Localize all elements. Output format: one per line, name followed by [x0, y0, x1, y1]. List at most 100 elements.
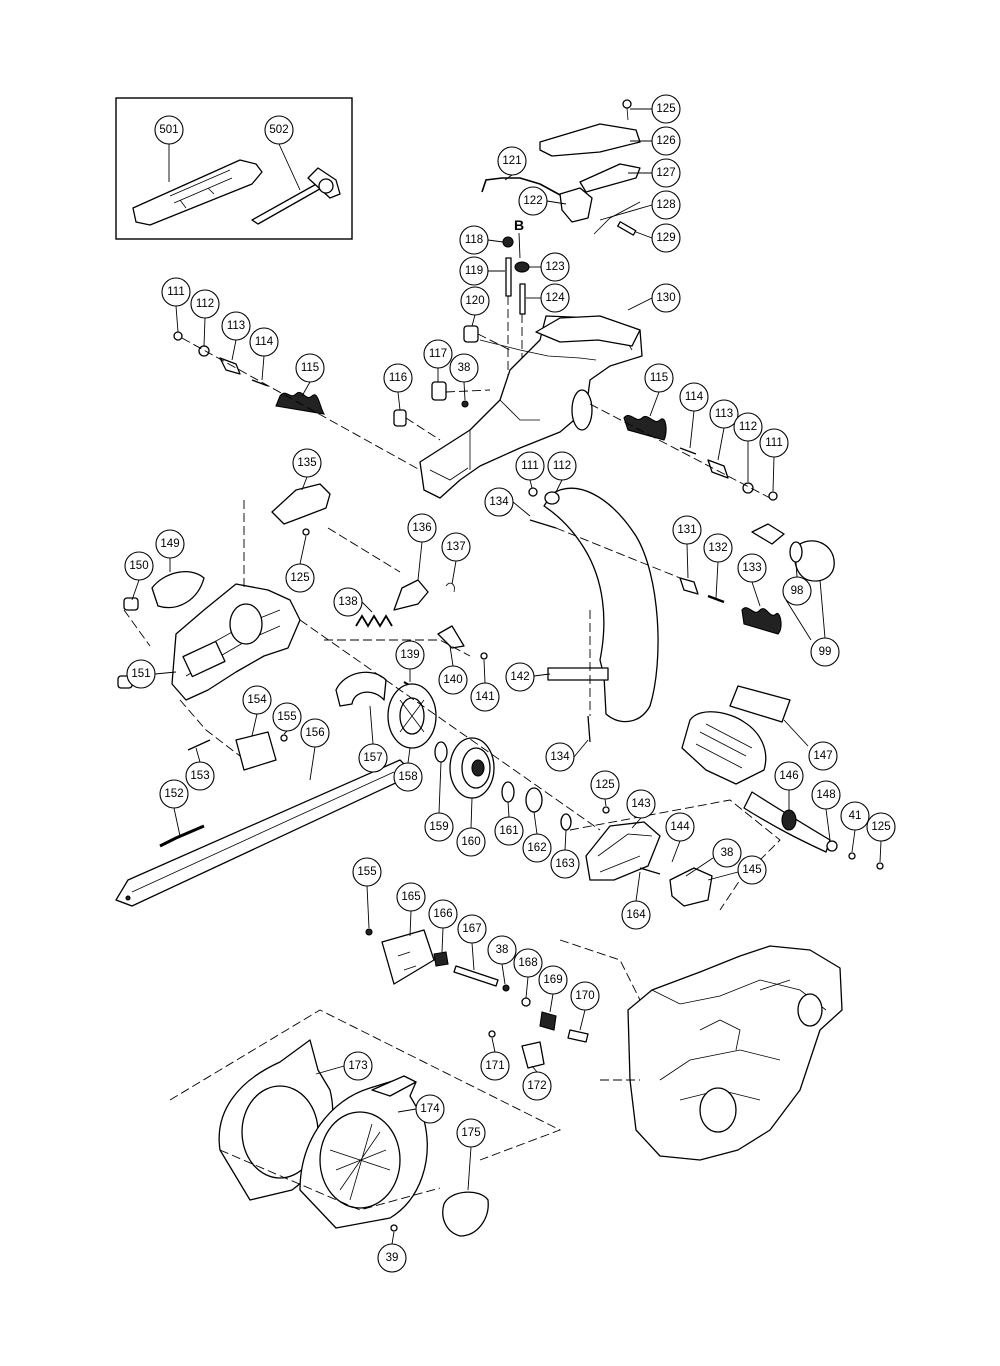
- recoil-starter-icon: [299, 1075, 428, 1229]
- callout-circle: [759, 428, 789, 458]
- clutch-group: [299, 619, 601, 851]
- callout-number: 138: [338, 596, 357, 608]
- callout-172: 172: [522, 1071, 552, 1101]
- throttle-lever-icon: [579, 163, 641, 193]
- callout-162: 162: [522, 833, 552, 863]
- front-handle-icon: [543, 487, 659, 723]
- nut-icon: [173, 331, 183, 341]
- callout-165: 165: [396, 882, 426, 912]
- callout-number: 172: [527, 1080, 546, 1092]
- callout-129: 129: [651, 223, 681, 253]
- accessories-inset: [115, 97, 353, 240]
- callout-number: 161: [499, 825, 518, 837]
- callout-502: 502: [264, 115, 294, 145]
- callout-number: 129: [656, 232, 675, 244]
- pin-icon: [505, 257, 512, 297]
- handle-cover-icon: [539, 123, 641, 157]
- callout-number: 168: [518, 957, 537, 969]
- callout-134: 134: [484, 487, 514, 517]
- callout-38: 38: [449, 353, 479, 383]
- callout-141: 141: [470, 682, 500, 712]
- callout-number: 170: [575, 990, 594, 1002]
- guide-bar-group: [115, 699, 411, 907]
- callout-number: 99: [819, 646, 832, 658]
- av-spring-icon: [741, 607, 782, 635]
- callout-circle: [264, 115, 294, 145]
- callout-number: 501: [159, 124, 178, 136]
- adjuster-screw-icon: [453, 965, 499, 987]
- callout-number: 137: [446, 541, 465, 553]
- callout-122: 122: [518, 186, 548, 216]
- callout-number: 174: [420, 1103, 440, 1115]
- bushings-left: [393, 314, 511, 441]
- screw-icon: [480, 652, 488, 660]
- callout-circle: [161, 277, 191, 307]
- callout-174: 174: [415, 1094, 445, 1124]
- callout-circle: [272, 702, 302, 732]
- callout-number: 163: [555, 858, 574, 870]
- screw-icon: [587, 715, 591, 743]
- clutch-drum-icon: [449, 737, 495, 799]
- callout-number: 143: [631, 798, 650, 810]
- callout-circle: [295, 353, 325, 383]
- callout-circle: [460, 286, 490, 316]
- spring-pin-icon: [617, 221, 637, 236]
- callout-132: 132: [703, 533, 733, 563]
- callout-99: 99: [810, 637, 840, 667]
- callout-128: 128: [651, 190, 681, 220]
- callout-circle: [415, 1094, 445, 1124]
- callout-circle: [540, 252, 570, 282]
- callout-number: 117: [429, 348, 447, 360]
- callout-number: 154: [247, 694, 267, 706]
- callout-circle: [459, 256, 489, 286]
- right-av-spring-stack: [589, 391, 778, 501]
- callout-number: 114: [685, 391, 704, 403]
- callout-number: 133: [742, 562, 761, 574]
- callout-circle: [190, 289, 220, 319]
- callout-circle: [242, 685, 272, 715]
- callout-number: 111: [167, 286, 184, 298]
- washer-icon: [560, 813, 572, 831]
- callout-circle: [154, 115, 184, 145]
- callout-38: 38: [712, 838, 742, 868]
- callout-number: 111: [765, 437, 782, 449]
- trigger-icon: [559, 187, 593, 223]
- callout-153: 153: [185, 761, 215, 791]
- callout-number: 114: [255, 336, 274, 348]
- callout-circle: [545, 742, 575, 772]
- callout-number: 155: [357, 866, 376, 878]
- callout-number: 134: [489, 496, 509, 508]
- bracket-135-group: [271, 476, 331, 565]
- oil-pump-group: [569, 798, 781, 911]
- callout-120: 120: [460, 286, 490, 316]
- needle-bearing-icon: [501, 781, 515, 803]
- washer-icon: [198, 345, 210, 357]
- starter-group: [169, 1009, 562, 1245]
- switch-wire-icon: [481, 177, 563, 197]
- brake-band-icon: [335, 671, 387, 707]
- callout-112: 112: [190, 289, 220, 319]
- callout-111: 111: [161, 277, 191, 307]
- callout-number: 136: [412, 522, 431, 534]
- callout-circle: [423, 339, 453, 369]
- callout-number: 38: [496, 944, 509, 956]
- callout-circle: [470, 682, 500, 712]
- callout-circle: [285, 563, 315, 593]
- callout-139: 139: [395, 640, 425, 670]
- saw-chain-icon: [159, 824, 205, 848]
- tensioner-group: [365, 885, 589, 1043]
- callout-number: 123: [545, 261, 564, 273]
- callout-number: 111: [521, 460, 538, 472]
- screw-icon: [365, 928, 373, 936]
- bolt-icon: [679, 447, 697, 455]
- callout-number: 127: [656, 167, 675, 179]
- callout-number: 119: [465, 265, 483, 277]
- callout-circle: [590, 770, 620, 800]
- left-av-spring-stack: [173, 305, 421, 471]
- callout-133: 133: [737, 553, 767, 583]
- callout-169: 169: [538, 965, 568, 995]
- callout-number: 164: [626, 909, 646, 921]
- washer-icon: [544, 491, 560, 505]
- callout-112: 112: [547, 451, 577, 481]
- callout-circle: [679, 382, 709, 412]
